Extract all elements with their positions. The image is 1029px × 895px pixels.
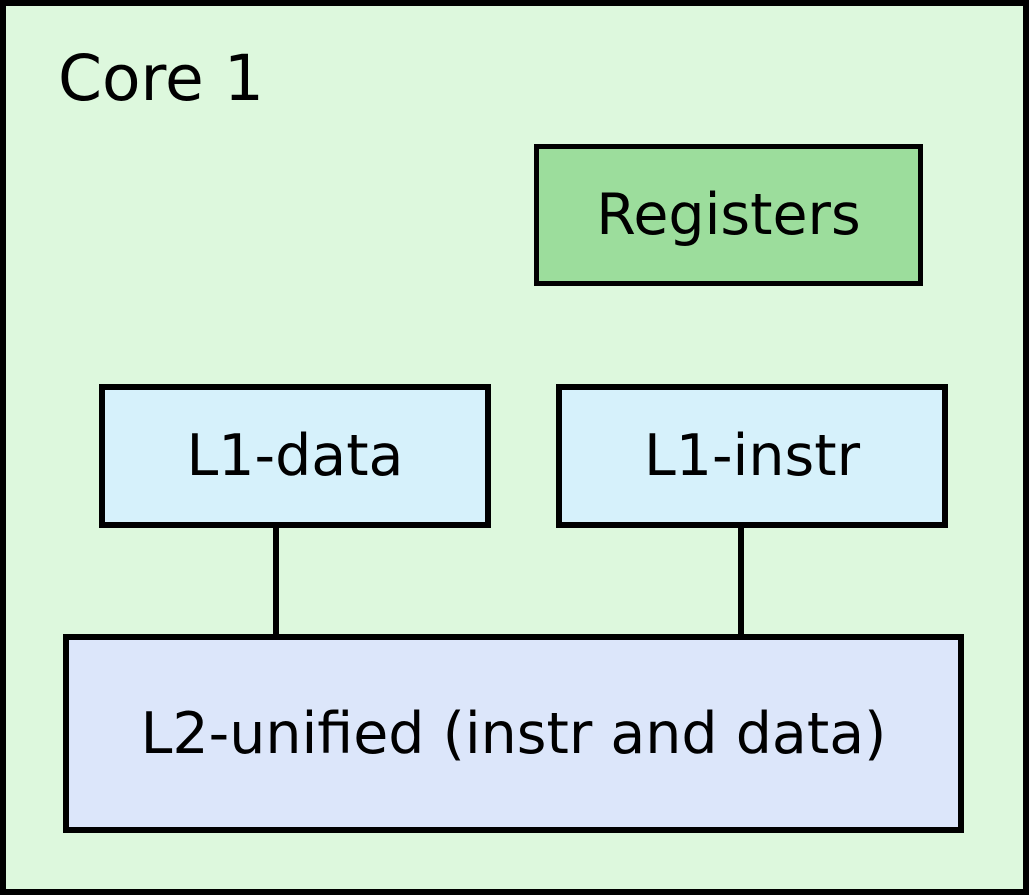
edge-l1-instr-to-l2 bbox=[738, 524, 744, 638]
node-l1-data: L1-data bbox=[99, 384, 491, 528]
node-l1-instr-label: L1-instr bbox=[643, 423, 861, 489]
node-registers: Registers bbox=[534, 144, 923, 286]
core-title: Core 1 bbox=[58, 42, 264, 115]
node-l2-unified: L2-unified (instr and data) bbox=[63, 634, 964, 833]
node-registers-label: Registers bbox=[596, 182, 861, 248]
edge-l1-data-to-l2 bbox=[273, 524, 279, 638]
node-l1-instr: L1-instr bbox=[556, 384, 948, 528]
node-l1-data-label: L1-data bbox=[186, 423, 404, 489]
node-l2-unified-label: L2-unified (instr and data) bbox=[140, 700, 887, 767]
